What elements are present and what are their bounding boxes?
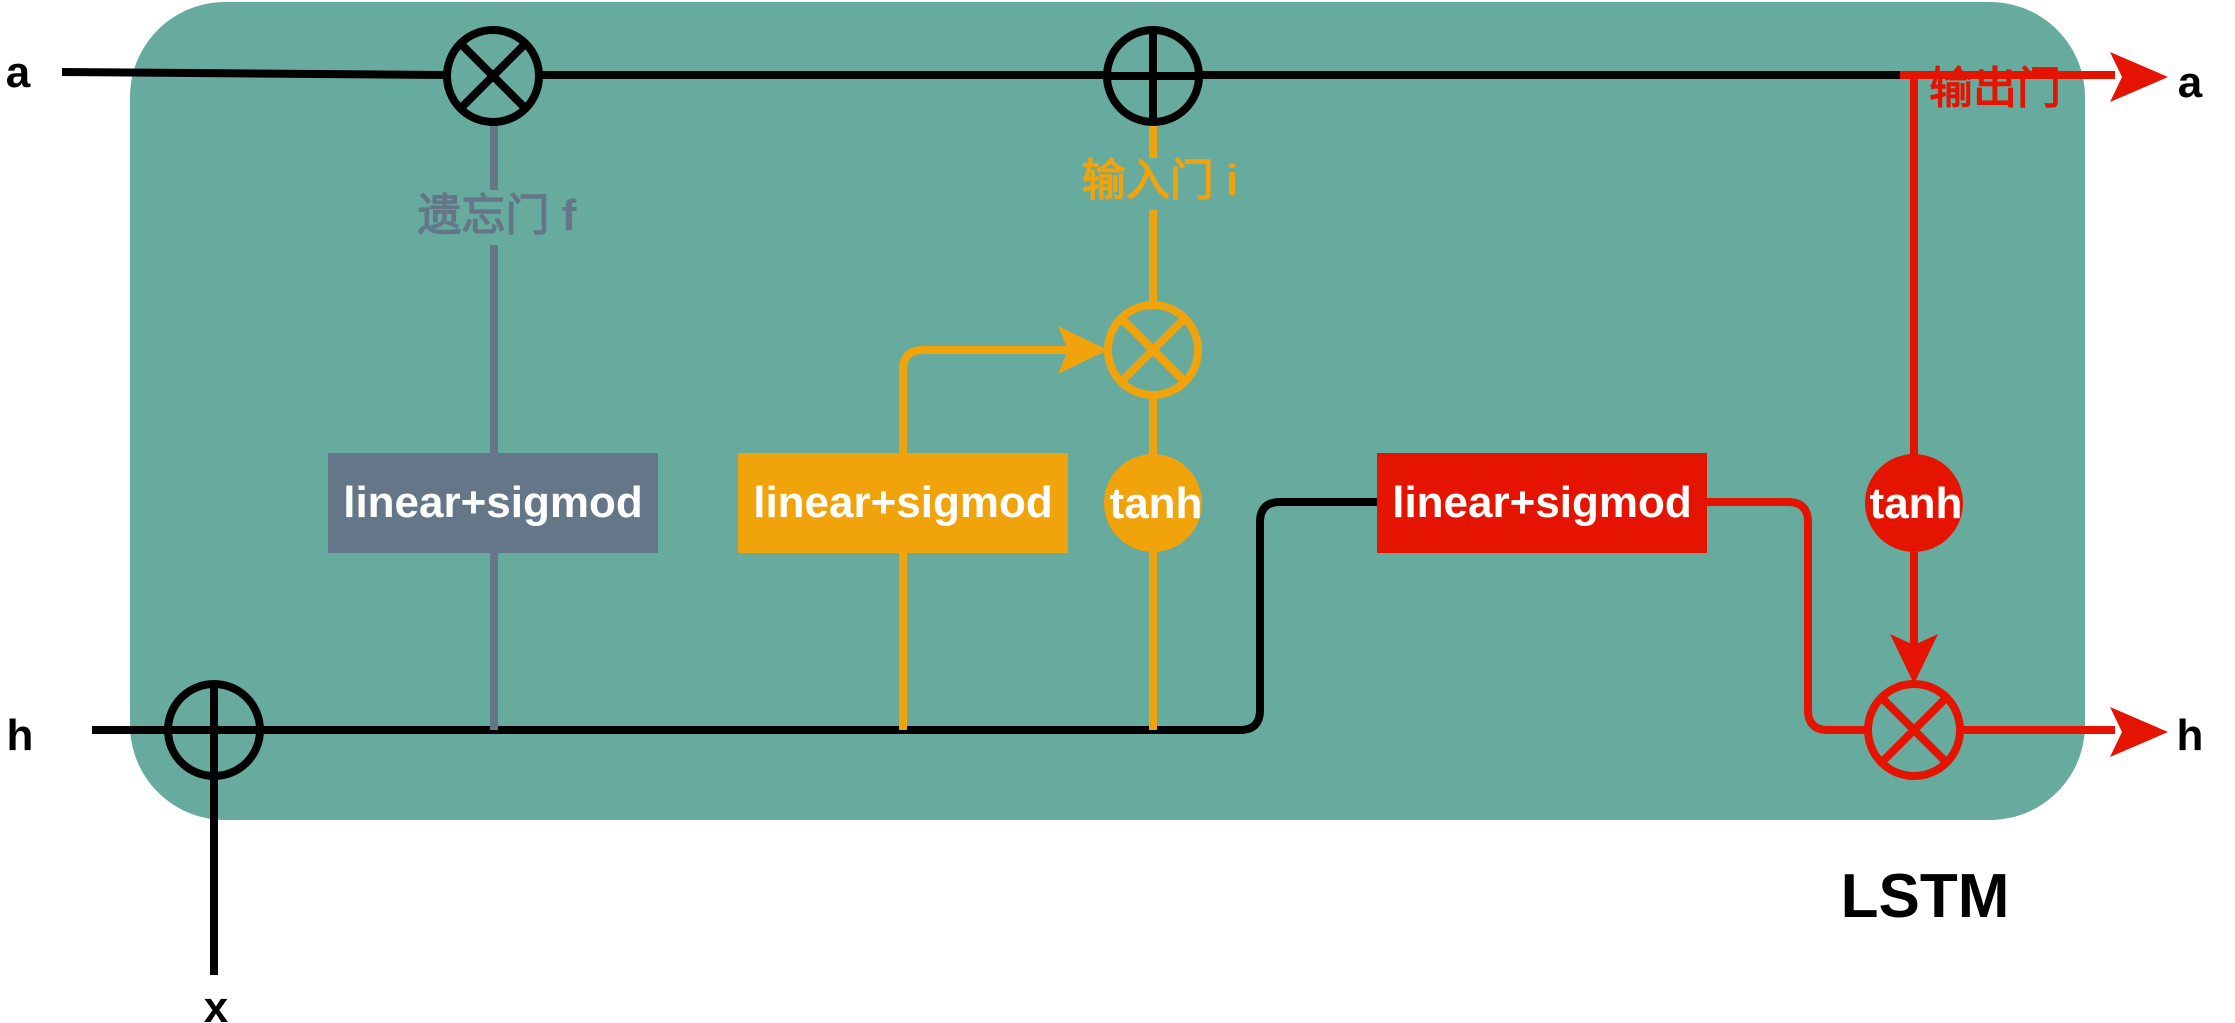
h-output-label: h: [2177, 711, 2204, 760]
forget-linear-label: linear+sigmod: [343, 478, 643, 527]
hidden-line-main: [260, 498, 1378, 734]
cell-state-add-operator: [1103, 26, 1203, 126]
input-tanh-label: tanh: [1110, 479, 1203, 528]
a-output-label: a: [2178, 58, 2203, 107]
input-linear-label: linear+sigmod: [753, 478, 1053, 527]
forget-linear-box: [328, 453, 658, 553]
forget-multiply-operator: [443, 26, 543, 126]
lstm-cell-background: [130, 2, 2085, 820]
input-gate-label: 输入门 i: [1082, 156, 1238, 205]
a-input-label: a: [6, 48, 31, 97]
output-linear-to-multiply-line: [1705, 498, 1870, 734]
output-tanh-label: tanh: [1870, 479, 1963, 528]
cell-state-line-in: [61, 68, 446, 79]
input-tanh-node: [1104, 454, 1202, 552]
input-multiply-operator: [1104, 301, 1202, 399]
hidden-output-arrowhead: [2110, 707, 2168, 757]
x-input-label: x: [204, 983, 229, 1023]
input-linear-arrowhead: [1058, 326, 1108, 374]
output-gate-label: 输出门: [1929, 64, 2061, 113]
h-input-label: h: [7, 711, 34, 760]
hidden-add-operator: [164, 680, 264, 780]
input-linear-to-multiply-line: [899, 346, 1080, 455]
output-linear-box: [1377, 453, 1707, 553]
cell-state-output-arrowhead: [2110, 52, 2168, 102]
output-tanh-arrowhead: [1890, 634, 1938, 684]
output-linear-label: linear+sigmod: [1392, 478, 1692, 527]
output-tanh-node: [1865, 454, 1963, 552]
diagram-caption: LSTM: [1841, 862, 2010, 931]
forget-gate-label: 遗忘门 f: [418, 191, 577, 240]
input-linear-box: [738, 453, 1068, 553]
